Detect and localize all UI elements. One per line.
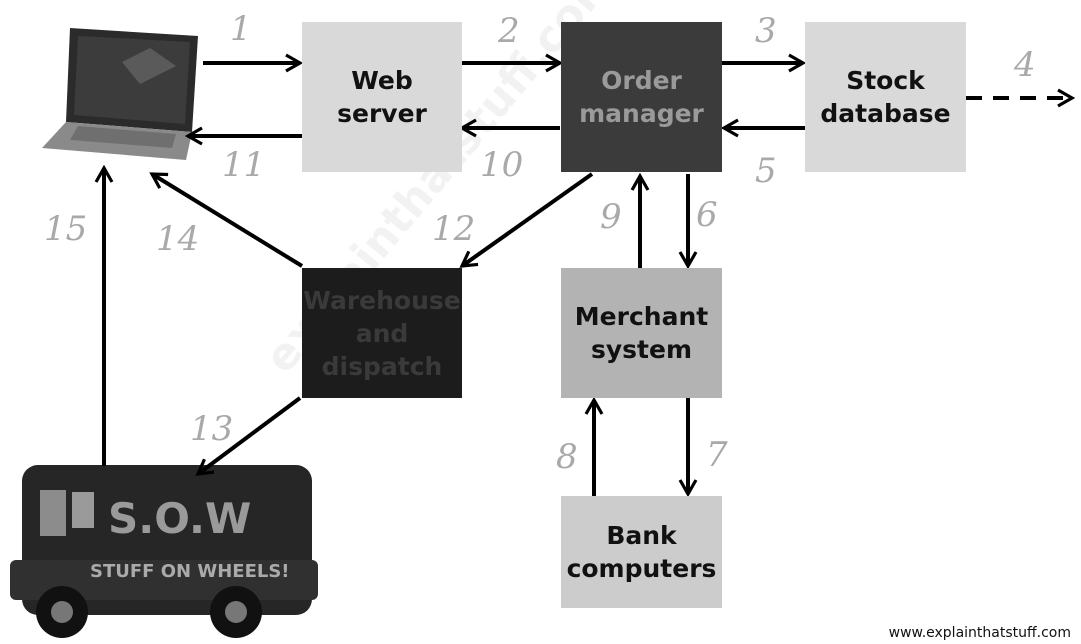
step-number-2: 2 [497, 11, 520, 51]
step-number-3: 3 [755, 11, 777, 51]
step-number-7: 7 [706, 435, 728, 475]
step-number-15: 15 [44, 209, 87, 249]
step-number-4: 4 [1013, 45, 1036, 85]
arrows [94, 53, 1076, 498]
site-credit: www.explainthatstuff.com [888, 625, 1071, 641]
step-number-14: 14 [156, 219, 199, 259]
van-tagline: STUFF ON WHEELS! [90, 561, 290, 582]
step-number-5: 5 [755, 151, 777, 191]
step-number-10: 10 [480, 145, 523, 185]
stock-database-box: Stock database [805, 22, 966, 172]
arrow-12 [459, 172, 594, 268]
delivery-van-icon: S.O.W STUFF ON WHEELS! [10, 465, 318, 638]
van-logo: S.O.W [108, 494, 251, 543]
step-numbers: 1 2 3 4 5 6 7 8 9 10 11 12 13 14 15 [44, 9, 1036, 477]
step-number-6: 6 [696, 195, 718, 235]
step-number-1: 1 [230, 9, 252, 49]
arrow-14 [149, 172, 304, 268]
step-number-11: 11 [222, 145, 265, 185]
step-number-13: 13 [190, 409, 233, 449]
merchant-system-box: Merchant system [561, 268, 722, 398]
step-number-12: 12 [432, 209, 475, 249]
warehouse-dispatch-box: Warehouse and dispatch [302, 268, 462, 398]
bank-computers-box: Bank computers [561, 496, 722, 608]
arrow-13 [195, 396, 302, 476]
step-number-9: 9 [600, 197, 622, 237]
step-number-8: 8 [556, 437, 578, 477]
order-manager-box: Order manager [561, 22, 722, 172]
web-server-box: Web server [302, 22, 462, 172]
laptop-icon [42, 28, 198, 160]
